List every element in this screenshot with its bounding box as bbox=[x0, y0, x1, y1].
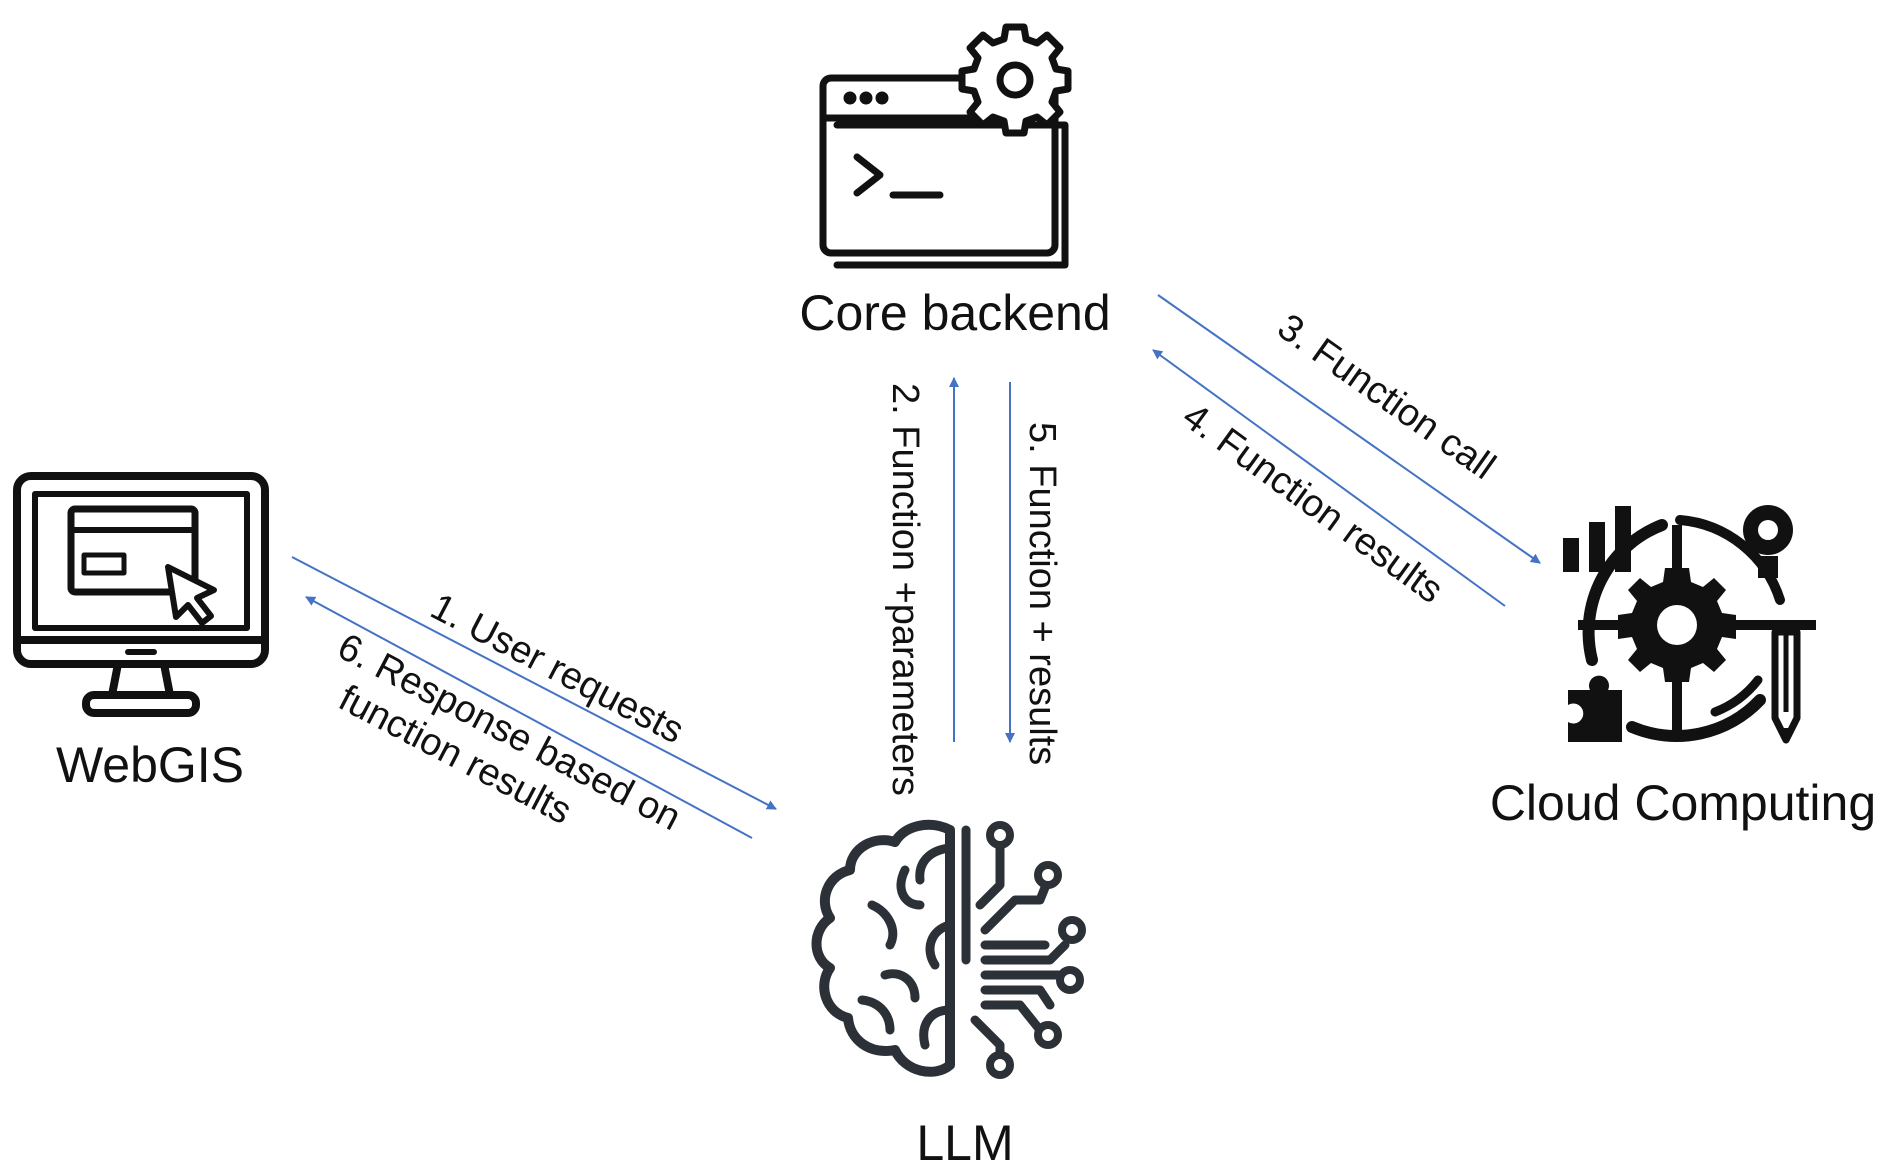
webgis-label: WebGIS bbox=[56, 737, 244, 793]
edge-label-5: 5. Function + results bbox=[1021, 422, 1063, 765]
core-backend-icon bbox=[819, 23, 1072, 269]
core-backend-label: Core backend bbox=[799, 285, 1110, 341]
llm-brain-icon bbox=[811, 819, 1086, 1079]
cloud-computing-icon bbox=[1563, 505, 1816, 744]
arrow-function-call bbox=[1157, 294, 1541, 564]
arrow-user-requests bbox=[291, 556, 777, 810]
arrows bbox=[291, 294, 1541, 839]
webgis-icon bbox=[13, 472, 269, 717]
arrow-function-results bbox=[1152, 349, 1506, 607]
arrow-response bbox=[305, 596, 753, 839]
llm-label: LLM bbox=[916, 1115, 1013, 1171]
edge-label-2: 2. Function +parameters bbox=[884, 383, 926, 796]
cloud-computing-label: Cloud Computing bbox=[1490, 775, 1876, 831]
